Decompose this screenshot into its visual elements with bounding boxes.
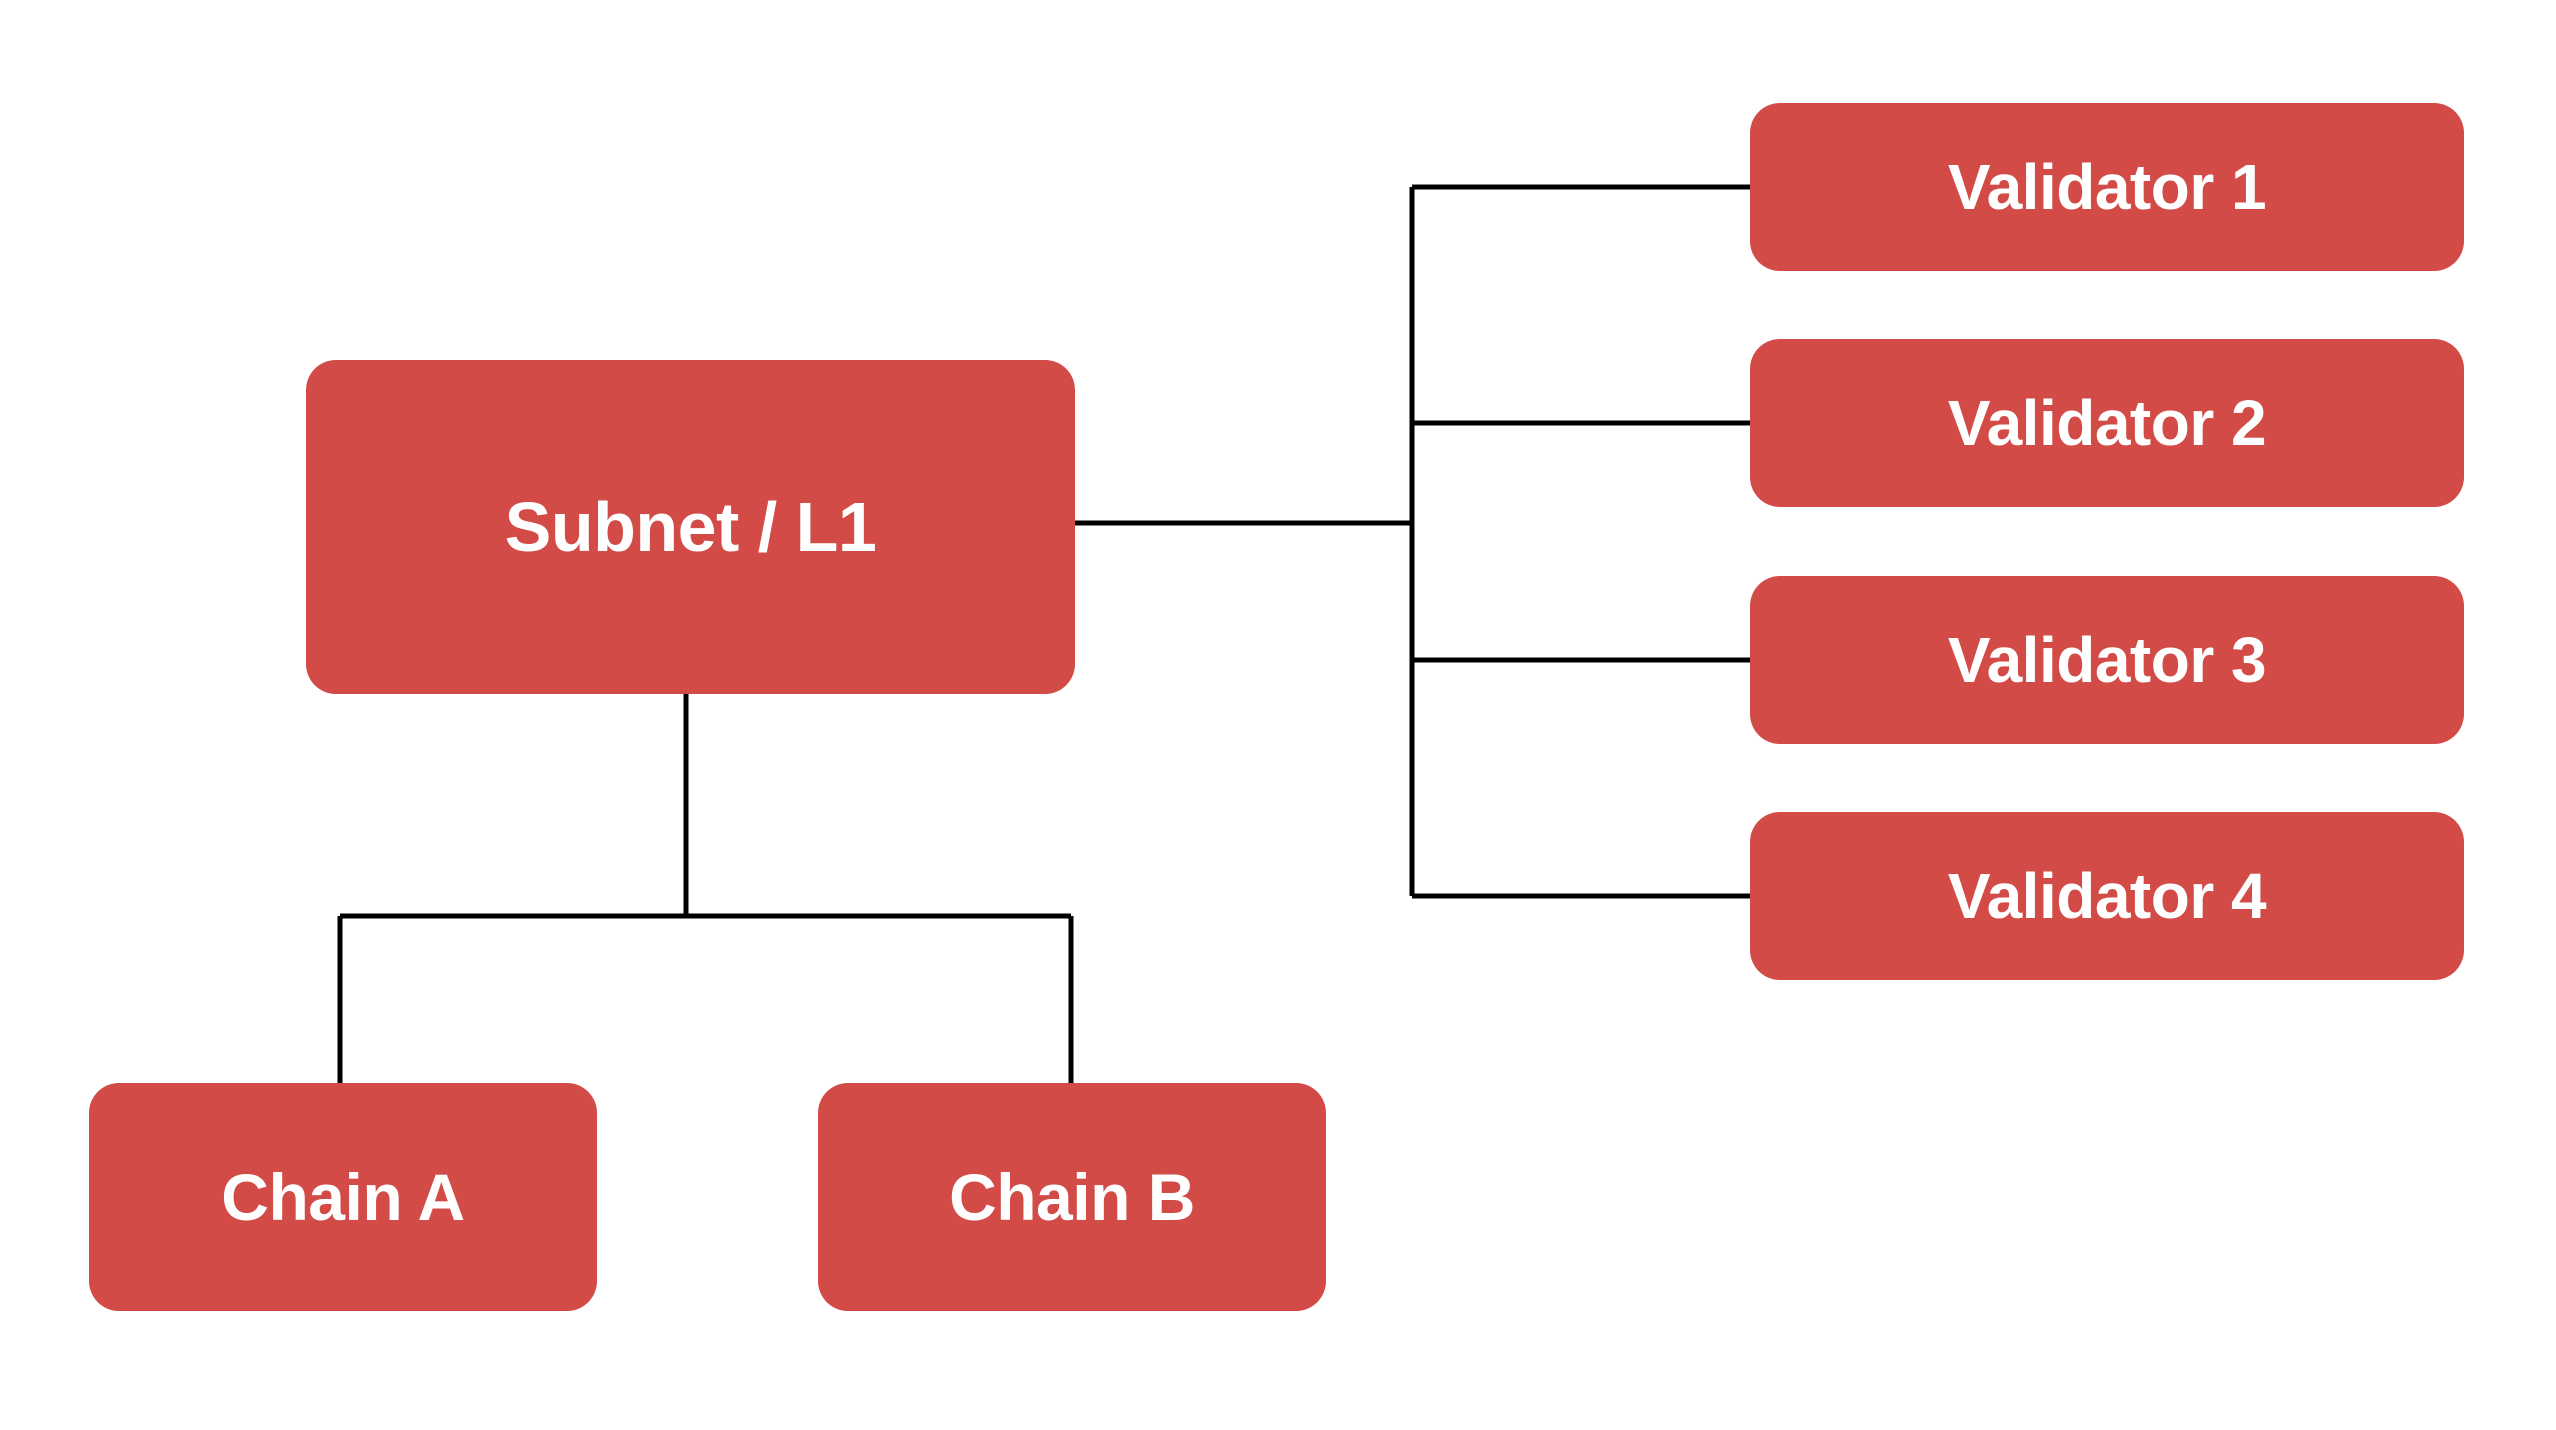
node-chain-b-label: Chain B (949, 1160, 1195, 1234)
node-validator-2-label: Validator 2 (1947, 387, 2267, 459)
node-validator-3-label: Validator 3 (1947, 624, 2267, 696)
node-validator-1-label: Validator 1 (1947, 151, 2267, 223)
node-validator-1[interactable]: Validator 1 (1750, 103, 2464, 271)
node-subnet-l1[interactable]: Subnet / L1 (306, 360, 1075, 694)
node-validator-4-label: Validator 4 (1947, 860, 2267, 932)
node-validator-2[interactable]: Validator 2 (1750, 339, 2464, 507)
node-validator-3[interactable]: Validator 3 (1750, 576, 2464, 744)
node-subnet-l1-label: Subnet / L1 (504, 488, 877, 566)
node-chain-a[interactable]: Chain A (89, 1083, 597, 1311)
node-chain-a-label: Chain A (221, 1160, 465, 1234)
node-validator-4[interactable]: Validator 4 (1750, 812, 2464, 980)
node-chain-b[interactable]: Chain B (818, 1083, 1326, 1311)
